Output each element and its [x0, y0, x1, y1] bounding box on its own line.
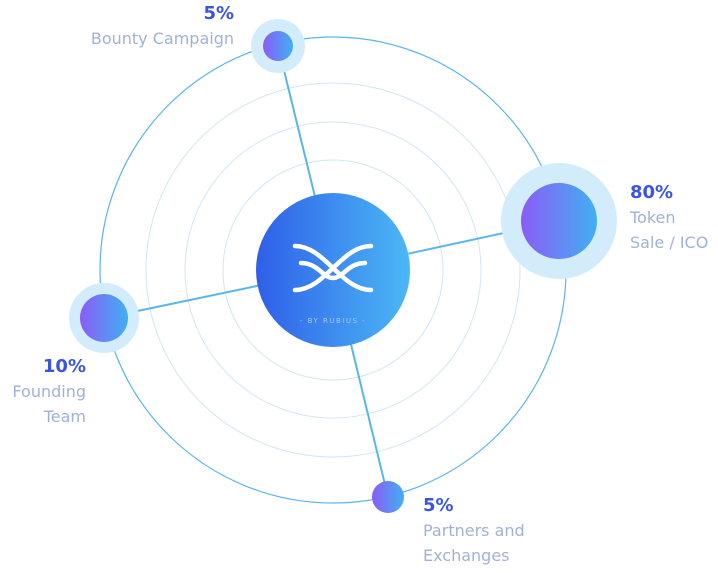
slice-name-line-2: Team	[43, 407, 86, 426]
node-bounty-dot	[263, 31, 293, 61]
slice-name: Bounty Campaign	[90, 29, 234, 48]
slice-label-bounty: 5% Bounty Campaign	[91, 1, 234, 51]
node-bounty	[251, 19, 305, 73]
slice-percent: 5%	[423, 495, 454, 516]
hub-byline: - BY RUBIUS -	[300, 317, 366, 325]
slice-name-line-1: Partners and	[423, 521, 525, 540]
slice-name-line-1: Founding	[12, 382, 86, 401]
orbit-ring-1	[222, 159, 444, 381]
slice-label-founding: 10% Founding Team	[12, 354, 86, 429]
slice-label-partners: 5% Partners and Exchanges	[423, 493, 525, 568]
orbit-ring-3	[145, 82, 521, 458]
node-partners	[372, 481, 404, 513]
node-founding-dot	[80, 294, 128, 342]
node-token-dot	[521, 183, 597, 259]
slice-name-line-2: Sale / ICO	[630, 233, 709, 252]
orbit-ring-2	[184, 121, 482, 419]
node-founding	[69, 283, 139, 353]
slice-percent: 80%	[630, 182, 674, 203]
rubius-logo-icon	[292, 243, 374, 293]
slice-label-token: 80% Token Sale / ICO	[630, 180, 708, 255]
slice-name-line-1: Token	[630, 208, 676, 227]
node-token	[501, 163, 617, 279]
node-partners-dot	[372, 481, 404, 513]
slice-name-line-2: Exchanges	[423, 546, 510, 565]
slice-percent: 10%	[42, 356, 86, 377]
slice-percent: 5%	[203, 3, 234, 24]
